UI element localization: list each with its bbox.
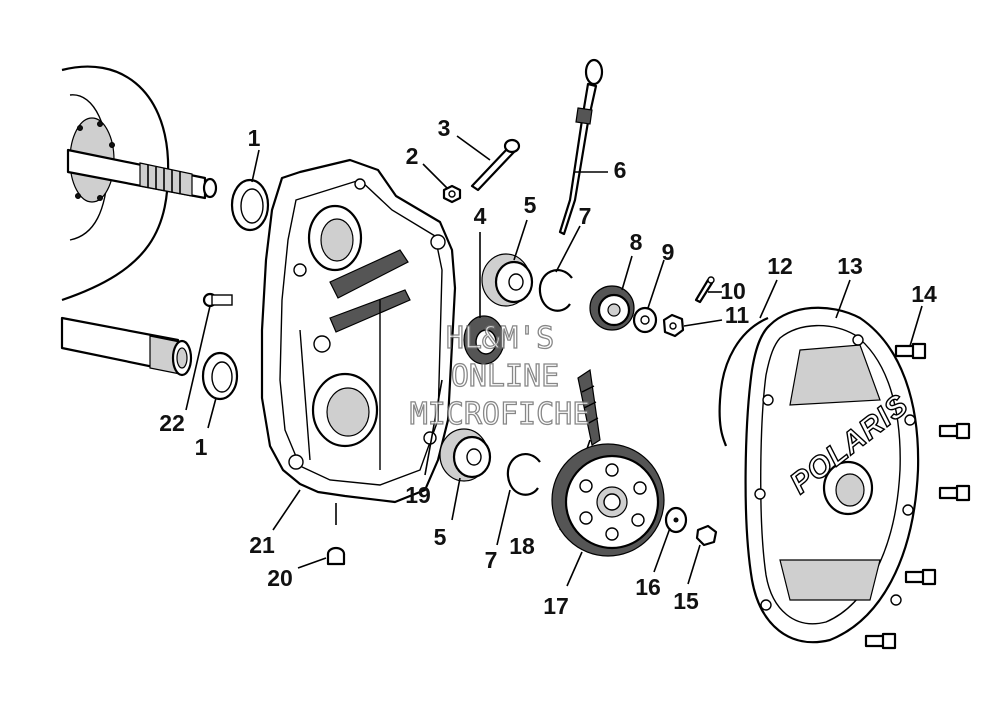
watermark-line-2: ONLINE bbox=[451, 359, 559, 394]
callout-6: 6 bbox=[614, 157, 627, 183]
shaft-seal-lower bbox=[201, 351, 239, 401]
watermark: HL&M'S ONLINE MICROFICHE bbox=[409, 320, 591, 432]
cover-bolt bbox=[904, 568, 937, 586]
callout-16: 16 bbox=[635, 574, 661, 600]
shaft-seal-upper bbox=[230, 178, 270, 232]
callout-7-upper: 7 bbox=[579, 203, 592, 229]
callout-20: 20 bbox=[267, 565, 293, 591]
callout-13: 13 bbox=[837, 253, 863, 279]
callout-4: 4 bbox=[474, 203, 487, 229]
castle-nut-11 bbox=[662, 313, 685, 338]
snap-ring-upper bbox=[538, 268, 573, 312]
cover-bolt bbox=[938, 484, 971, 502]
callout-1-lower: 1 bbox=[195, 434, 208, 460]
watermark-line-3: MICROFICHE bbox=[410, 397, 591, 432]
dipstick bbox=[558, 58, 604, 236]
drive-sprocket bbox=[589, 285, 635, 331]
callout-22: 22 bbox=[159, 410, 185, 436]
bearing-lower bbox=[439, 428, 492, 482]
chain-tensioner bbox=[463, 315, 505, 365]
callout-8: 8 bbox=[630, 229, 643, 255]
cover-bolt bbox=[938, 422, 971, 440]
watermark-line-1: HL&M'S bbox=[446, 321, 554, 356]
callout-21: 21 bbox=[249, 532, 275, 558]
chaincase-cover: POLARIS bbox=[744, 306, 920, 644]
lower-output-shaft bbox=[60, 316, 193, 377]
snap-ring-lower bbox=[506, 452, 541, 496]
callout-18: 18 bbox=[509, 533, 535, 559]
upper-input-shaft bbox=[66, 148, 218, 200]
callout-5-lower: 5 bbox=[434, 524, 447, 550]
callout-19: 19 bbox=[405, 482, 431, 508]
callout-12: 12 bbox=[767, 253, 793, 279]
callout-10: 10 bbox=[720, 278, 746, 304]
bolt-15 bbox=[695, 524, 718, 547]
washer-16 bbox=[664, 506, 688, 534]
chaincase-housing bbox=[260, 158, 457, 504]
callout-9: 9 bbox=[662, 239, 675, 265]
drain-plug-20 bbox=[326, 546, 346, 566]
cover-gasket bbox=[718, 316, 769, 447]
bolt-22 bbox=[202, 292, 233, 308]
cover-bolt bbox=[864, 632, 897, 650]
cover-bolt bbox=[894, 342, 927, 360]
leader-lines bbox=[185, 135, 923, 587]
callout-numbers: 1 1 2 3 4 5 5 6 7 7 8 9 10 11 12 13 14 1… bbox=[159, 115, 937, 619]
callout-15: 15 bbox=[673, 588, 699, 614]
callout-7-lower: 7 bbox=[485, 547, 498, 573]
callout-5-upper: 5 bbox=[524, 192, 537, 218]
bolt-3 bbox=[470, 138, 521, 192]
washer-9 bbox=[632, 306, 658, 334]
bearing-upper bbox=[481, 253, 534, 307]
nut-2 bbox=[442, 184, 462, 204]
callout-2: 2 bbox=[406, 143, 419, 169]
driven-sprocket bbox=[551, 443, 665, 557]
callout-1-upper: 1 bbox=[248, 125, 261, 151]
callout-3: 3 bbox=[438, 115, 451, 141]
callout-14: 14 bbox=[911, 281, 937, 307]
callout-11: 11 bbox=[725, 302, 750, 328]
callout-17: 17 bbox=[543, 593, 569, 619]
cover-bolts bbox=[864, 342, 971, 650]
cotter-pin-10 bbox=[694, 276, 715, 304]
